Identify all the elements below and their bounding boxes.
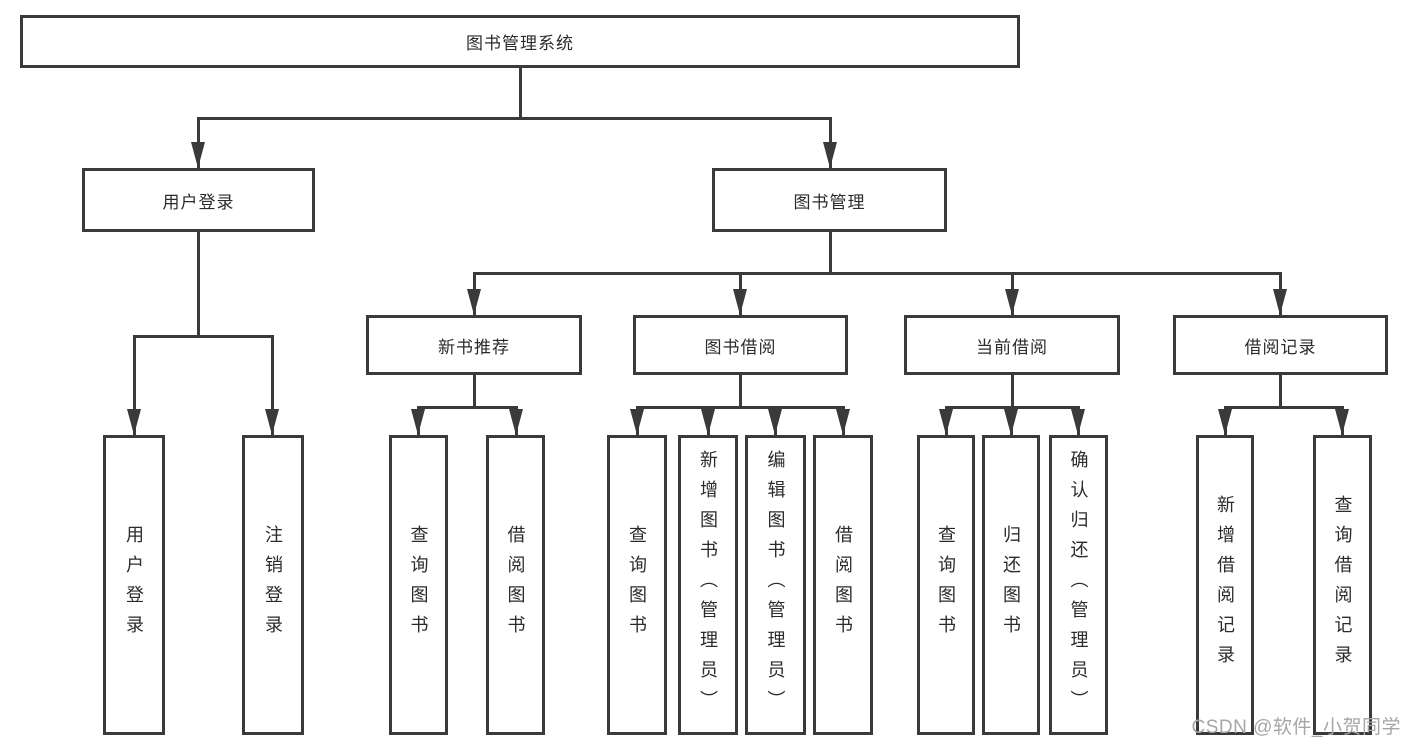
node-leaf-bb-edit-books: 编辑图书（管理员） xyxy=(745,435,806,735)
node-label: 注销登录 xyxy=(263,525,283,645)
arrow-down-icon xyxy=(630,409,644,435)
connector-line xyxy=(739,375,742,408)
node-leaf-br-add-record: 新增借阅记录 xyxy=(1196,435,1254,735)
node-leaf-bb-add-books: 新增图书（管理员） xyxy=(678,435,738,735)
node-leaf-br-query-record: 查询借阅记录 xyxy=(1313,435,1372,735)
node-library-management-system: 图书管理系统 xyxy=(20,15,1020,68)
node-label: 新增借阅记录 xyxy=(1215,495,1235,675)
node-label: 查询图书 xyxy=(627,525,647,645)
node-label: 当前借阅 xyxy=(976,337,1048,357)
connector-line xyxy=(1011,375,1014,408)
node-label: 图书管理系统 xyxy=(466,34,574,53)
node-leaf-nb-borrow-books: 借阅图书 xyxy=(486,435,545,735)
node-user-login: 用户登录 xyxy=(82,168,315,232)
arrow-down-icon xyxy=(1004,409,1018,435)
node-leaf-cb-query-books: 查询图书 xyxy=(917,435,975,735)
node-leaf-logout: 注销登录 xyxy=(242,435,304,735)
arrow-down-icon xyxy=(836,409,850,435)
connector-line xyxy=(829,232,832,273)
arrow-down-icon xyxy=(191,142,205,168)
node-label: 归还图书 xyxy=(1001,525,1021,645)
node-label: 借阅图书 xyxy=(505,525,526,645)
arrow-down-icon xyxy=(1005,289,1019,315)
node-leaf-nb-query-books: 查询图书 xyxy=(389,435,448,735)
arrow-down-icon xyxy=(939,409,953,435)
connector-line xyxy=(197,117,832,120)
connector-line xyxy=(197,232,200,336)
node-book-borrow: 图书借阅 xyxy=(633,315,848,375)
arrow-down-icon xyxy=(1218,409,1232,435)
arrow-down-icon xyxy=(265,409,279,435)
connector-line xyxy=(473,272,1282,275)
arrow-down-icon xyxy=(823,142,837,168)
node-leaf-bb-borrow-books: 借阅图书 xyxy=(813,435,873,735)
node-book-management: 图书管理 xyxy=(712,168,947,232)
arrow-down-icon xyxy=(1071,409,1085,435)
node-leaf-user-login: 用户登录 xyxy=(103,435,165,735)
node-label: 借阅记录 xyxy=(1244,337,1317,357)
arrow-down-icon xyxy=(509,409,523,435)
node-leaf-bb-query-books: 查询图书 xyxy=(607,435,667,735)
arrow-down-icon xyxy=(1335,409,1349,435)
node-label: 借阅图书 xyxy=(833,525,853,645)
node-leaf-cb-return-books: 归还图书 xyxy=(982,435,1040,735)
arrow-down-icon xyxy=(768,409,782,435)
arrow-down-icon xyxy=(467,289,481,315)
node-label: 用户登录 xyxy=(162,192,235,212)
connector-line xyxy=(473,375,476,408)
csdn-watermark: CSDN @软件_小贺同学 xyxy=(1191,717,1401,738)
connector-line xyxy=(1224,406,1344,409)
node-leaf-cb-confirm-return: 确认归还（管理员） xyxy=(1049,435,1108,735)
node-label: 新书推荐 xyxy=(438,337,510,357)
connector-line xyxy=(519,68,522,118)
node-label: 用户登录 xyxy=(124,525,144,645)
node-label: 新增图书（管理员） xyxy=(698,450,718,720)
arrow-down-icon xyxy=(1273,289,1287,315)
arrow-down-icon xyxy=(127,409,141,435)
node-label: 查询图书 xyxy=(408,525,429,645)
connector-line xyxy=(636,406,845,409)
node-current-borrow: 当前借阅 xyxy=(904,315,1120,375)
arrow-down-icon xyxy=(701,409,715,435)
arrow-down-icon xyxy=(411,409,425,435)
connector-line xyxy=(1279,375,1282,408)
arrow-down-icon xyxy=(733,289,747,315)
connector-line xyxy=(133,335,274,338)
node-borrow-records: 借阅记录 xyxy=(1173,315,1388,375)
node-label: 编辑图书（管理员） xyxy=(765,450,786,720)
node-label: 查询图书 xyxy=(936,525,956,645)
node-label: 查询借阅记录 xyxy=(1332,495,1353,675)
connector-line xyxy=(417,406,518,409)
node-label: 确认归还（管理员） xyxy=(1068,450,1089,720)
connector-line xyxy=(133,335,136,435)
connector-line xyxy=(271,335,274,435)
node-new-book-recommend: 新书推荐 xyxy=(366,315,582,375)
node-label: 图书借阅 xyxy=(704,337,777,357)
node-label: 图书管理 xyxy=(793,192,866,212)
